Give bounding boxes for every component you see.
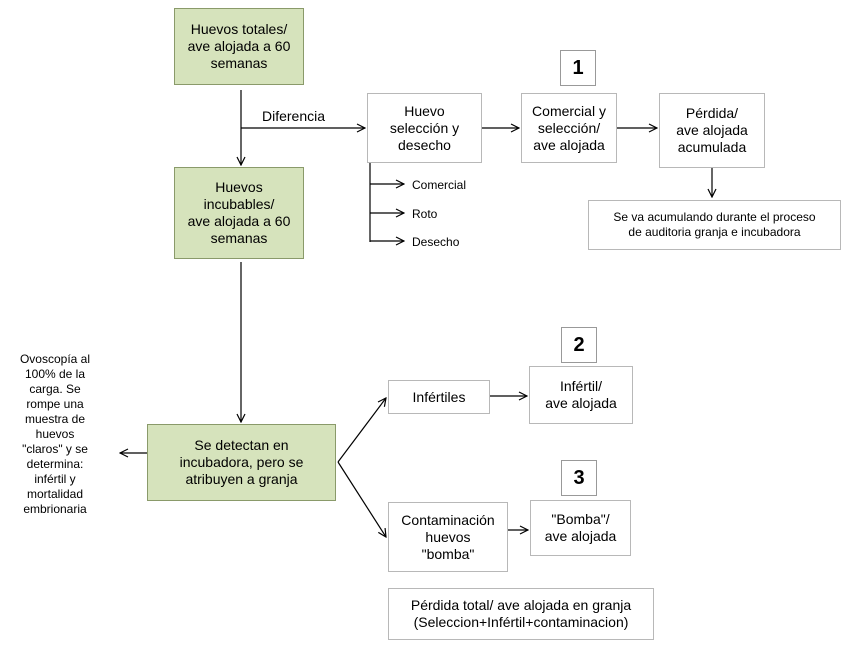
step-number-1: 1 [560,50,596,86]
perdida-total-box: Pérdida total/ ave alojada en granja (Se… [388,588,654,640]
infertiles-box: Infértiles [388,380,490,414]
se-detectan-box: Se detectan en incubadora, pero se atrib… [147,424,336,501]
step-number-2: 2 [561,327,597,363]
comercial-label: Comercial [412,178,467,192]
arrow-to-infertiles [337,398,386,463]
huevo-seleccion-box: Huevo selección y desecho [367,93,482,163]
perdida-acumulada-box: Pérdida/ ave alojada acumulada [659,93,765,168]
nota-acumulando-box: Se va acumulando durante el proceso de a… [588,200,841,250]
infertil-ave-box: Infértil/ ave alojada [529,366,633,424]
desecho-label: Desecho [412,235,460,249]
ovoscopia-note: Ovoscopía al 100% de la carga. Se rompe … [19,352,91,516]
huevos-incubables-box: Huevos incubables/ ave alojada a 60 sema… [174,167,304,259]
contaminacion-box: Contaminación huevos "bomba" [388,502,508,572]
bomba-ave-box: "Bomba"/ ave alojada [530,500,631,556]
arrow-to-contaminacion [337,461,386,537]
step-number-3: 3 [561,460,597,496]
huevos-totales-box: Huevos totales/ ave alojada a 60 semanas [174,8,304,85]
roto-label: Roto [412,207,438,221]
diferencia-label: Diferencia [262,108,326,124]
comercial-seleccion-box: Comercial y selección/ ave alojada [521,93,617,163]
